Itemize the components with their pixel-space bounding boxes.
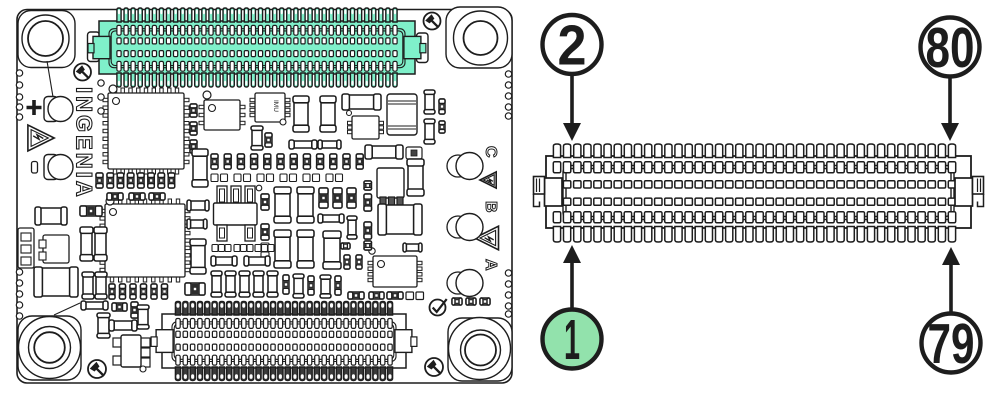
- svg-text:80: 80: [926, 16, 975, 80]
- svg-text:C: C: [482, 146, 499, 158]
- svg-text:INGENIA: INGENIA: [72, 87, 97, 200]
- svg-text:2: 2: [558, 14, 587, 78]
- svg-text:IMU: IMU: [272, 100, 279, 112]
- svg-text:79: 79: [928, 312, 975, 376]
- svg-text:B: B: [482, 201, 499, 213]
- svg-text:A: A: [482, 259, 499, 271]
- svg-text:1: 1: [564, 308, 580, 372]
